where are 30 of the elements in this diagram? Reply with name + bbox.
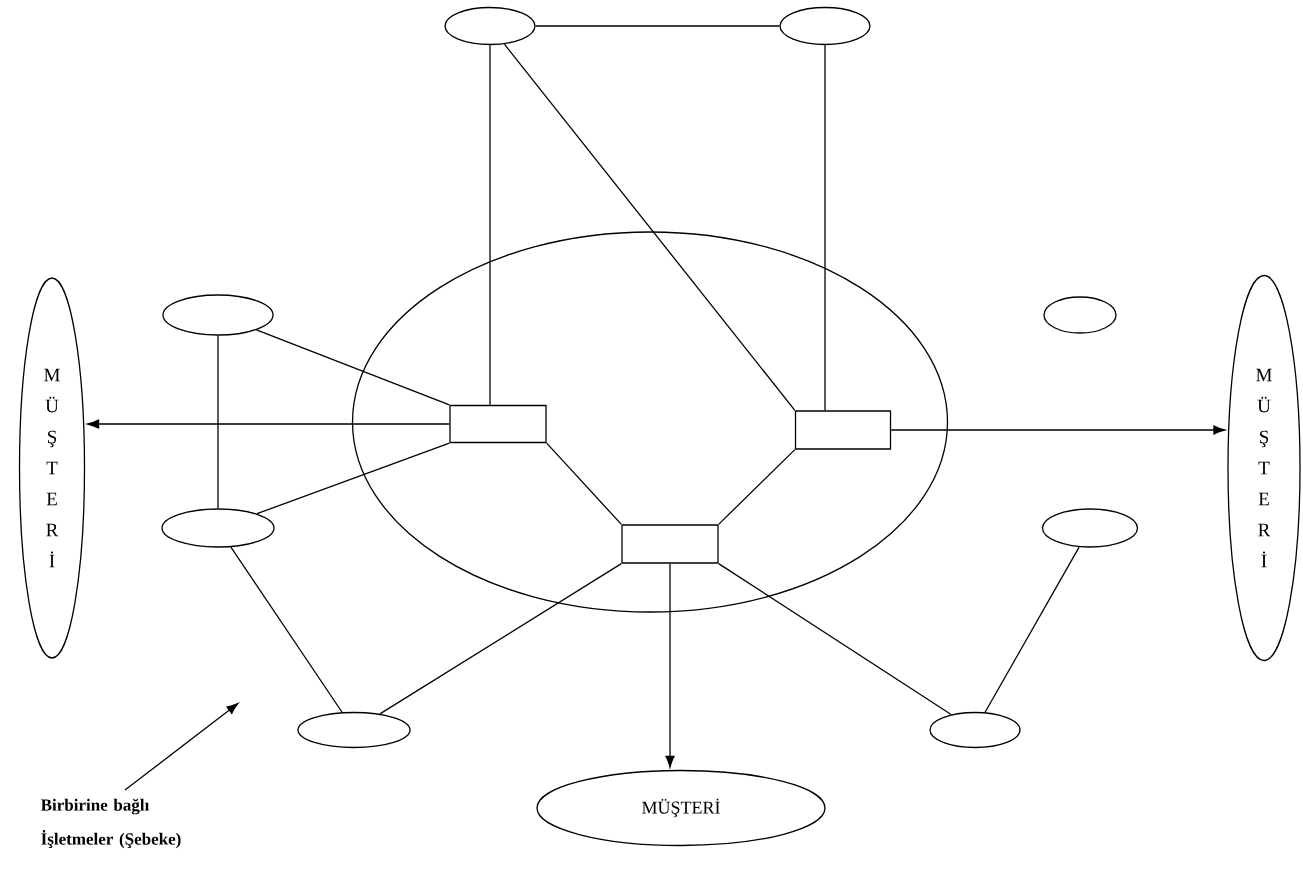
connector-line xyxy=(718,563,952,716)
connector-line xyxy=(217,335,219,509)
connector-line xyxy=(984,546,1080,713)
oval-shape xyxy=(161,508,275,548)
connector-line xyxy=(379,563,622,715)
oval-shape xyxy=(297,711,411,749)
network-ellipse xyxy=(351,231,949,613)
rectangle-box xyxy=(794,410,892,450)
oval-shape xyxy=(779,6,871,46)
connector-line xyxy=(546,442,622,525)
connector-line xyxy=(535,25,780,27)
leader-line xyxy=(124,703,239,791)
arrow xyxy=(890,425,1226,435)
rectangle-box xyxy=(449,404,547,444)
arrow xyxy=(87,419,450,429)
connector-line xyxy=(489,44,491,406)
oval-shape xyxy=(929,711,1021,749)
arrow xyxy=(665,563,675,768)
oval-shape xyxy=(1043,296,1117,334)
connector-line xyxy=(824,44,826,411)
rectangle-box xyxy=(621,524,719,564)
connector-line xyxy=(255,329,450,406)
connector-line xyxy=(718,449,796,525)
connector-line xyxy=(503,43,796,411)
oval-shape xyxy=(444,6,536,46)
oval-shape xyxy=(1041,508,1139,548)
connector-line xyxy=(230,546,343,713)
connector-line xyxy=(256,442,450,515)
caption-text: Birbirine bağlı İşletmeler (Şebeke) xyxy=(40,798,181,849)
oval-shape xyxy=(162,294,274,336)
